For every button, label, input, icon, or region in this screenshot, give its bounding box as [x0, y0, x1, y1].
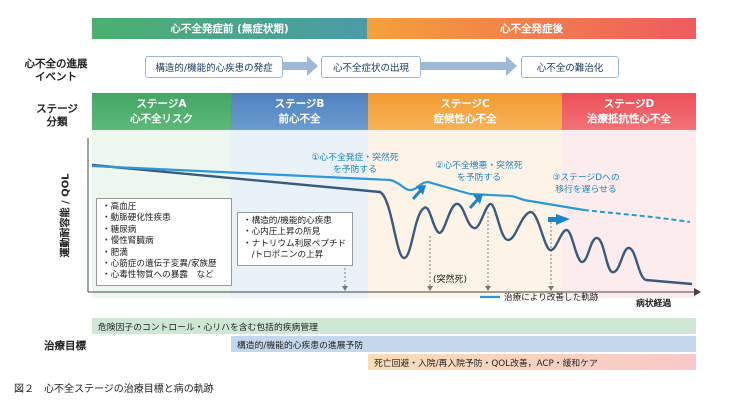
event-refractory: 心不全の難治化 — [521, 56, 619, 78]
improved-trajectory-line-2 — [469, 192, 585, 212]
stage-c-desc: 症候性心不全 — [433, 112, 497, 125]
stage-d-delay-arrow-body — [548, 217, 557, 222]
stage-c-header: ステージC 症候性心不全 — [368, 93, 562, 130]
annotation-3: ③ステージDへの 移行を遅らせる — [536, 172, 636, 196]
row-label-events: 心不全の進展 イベント — [16, 58, 96, 84]
phase-before: 心不全発症前 (無症状期) — [92, 18, 367, 39]
annotation-1-line2: を予防する — [333, 165, 377, 175]
treatment-bar-progression-label: 構造的/機能的心疾患の進展予防 — [237, 340, 364, 351]
risk-factors-box: ・高血圧 ・動脈硬化性疾患 ・糖尿病 ・慢性腎臓病 ・肥満 ・心筋症の遺伝子変異… — [96, 198, 232, 286]
row-label-treatment: 治療目標 — [44, 340, 86, 352]
treatment-bar-progression: 構造的/機能的心疾患の進展予防 — [231, 336, 696, 352]
legend-label: 治療により改善した軌跡 — [504, 293, 599, 303]
treatment-bar-comprehensive: 危険因子のコントロール・心リハを含む包括的疾病管理 — [92, 318, 696, 334]
stage-c-name: ステージC — [440, 97, 490, 110]
annotation-1: ①心不全発症・突然死 を予防する — [300, 152, 410, 176]
row-label-stage: ステージ 分類 — [22, 103, 92, 129]
stage-b-name: ステージB — [274, 97, 325, 110]
stage-b-desc: 前心不全 — [278, 112, 321, 125]
stage-a-desc: 心不全リスク — [130, 112, 193, 125]
annotation-2-line1: ②心不全増悪・突然死 — [435, 161, 523, 171]
risk-factor-item: ・肥満 — [102, 247, 128, 258]
x-axis-label: 病状経過 — [636, 299, 672, 309]
improvement-arrowheads — [416, 185, 570, 225]
treatment-bar-outcomes: 死亡回避・入院/再入院予防・QOL改善，ACP・緩和ケア — [368, 354, 696, 370]
x-axis-arrowhead — [694, 288, 701, 296]
row-label-events-line2: イベント — [35, 71, 77, 83]
annotation-2: ②心不全増悪・突然死 を予防する — [424, 160, 534, 184]
risk-factor-item: ・心毒性物質への暴露 など — [102, 270, 214, 281]
stage-d-area — [562, 130, 696, 298]
risk-factor-item: ・高血圧 — [102, 202, 137, 212]
improved-trajectory-dashed — [583, 209, 691, 223]
risk-factor-item: ・心筋症の遺伝子変異/家族歴 — [102, 259, 217, 270]
risk-factor-item: ・動脈硬化性疾患 — [102, 213, 171, 224]
improved-trajectory-line — [91, 164, 471, 196]
risk-factor-item: ・慢性腎臓病 — [102, 236, 154, 247]
stage-d-header: ステージD 治療抵抗性心不全 — [562, 93, 696, 130]
risk-factor-item: ・糖尿病 — [102, 224, 137, 235]
event-structural-onset: 構造的/機能的心疾患の発症 — [145, 56, 283, 78]
stage-a-name: ステージA — [136, 97, 187, 110]
figure-caption: 図２ 心不全ステージの治療目標と病の軌跡 — [14, 384, 214, 395]
row-label-events-line1: 心不全の進展 — [24, 58, 88, 70]
annotation-2-line2: を予防する — [457, 173, 501, 183]
treatment-bar-comprehensive-label: 危険因子のコントロール・心リハを含む包括的疾病管理 — [98, 322, 318, 333]
row-label-stage-line1: ステージ — [36, 103, 78, 115]
natural-course-line — [91, 163, 693, 286]
phase-after: 心不全発症後 — [367, 18, 696, 39]
event-marker-heads — [342, 286, 554, 291]
event-symptom-onset: 心不全症状の出現 — [321, 56, 421, 78]
annotation-3-line2: 移行を遅らせる — [555, 185, 617, 195]
stage-b-finding-item: /トロポニンの上昇 — [243, 250, 324, 261]
event-markers — [344, 212, 552, 289]
treatment-bar-outcomes-label: 死亡回避・入院/再入院予防・QOL改善，ACP・緩和ケア — [374, 358, 598, 369]
annotation-3-line1: ③ステージDへの — [552, 173, 620, 183]
stage-b-header: ステージB 前心不全 — [231, 93, 368, 130]
stage-b-findings-box: ・構造的/機能的心疾患 ・心内圧上昇の所見 ・ナトリウム利尿ペプチド /トロポニ… — [237, 212, 353, 266]
improvement-arrows — [411, 189, 480, 209]
row-label-stage-line2: 分類 — [46, 116, 68, 128]
stage-b-finding-item: ・心内圧上昇の所見 — [243, 227, 321, 238]
stage-d-name: ステージD — [603, 97, 655, 110]
annotation-1-line1: ①心不全発症・突然死 — [311, 153, 399, 163]
stage-b-finding-item: ・ナトリウム利尿ペプチド — [243, 238, 347, 249]
sudden-death-label: (突然死) — [432, 272, 469, 285]
stage-b-finding-item: ・構造的/機能的心疾患 — [243, 216, 332, 226]
stage-d-desc: 治療抵抗性心不全 — [587, 112, 671, 125]
stage-a-header: ステージA 心不全リスク — [92, 93, 231, 130]
